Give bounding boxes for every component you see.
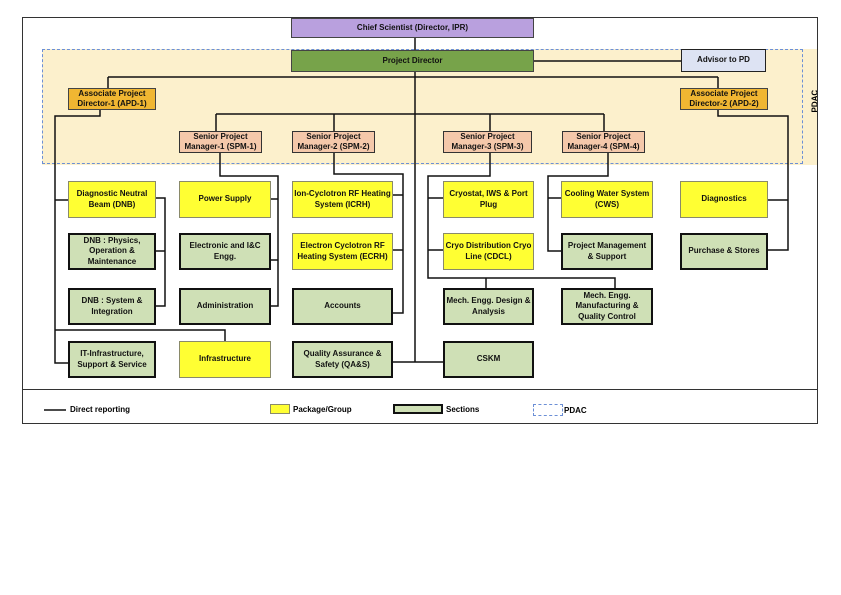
legend-package-label: Package/Group [293, 404, 352, 414]
line-apd1 [54, 110, 226, 364]
dnb-physics-box: DNB : Physics, Operation & Maintenance [68, 233, 156, 270]
qa-safety-box: Quality Assurance & Safety (QA&S) [292, 341, 393, 378]
line-spm2 [333, 152, 404, 314]
pdac-boundary [42, 49, 803, 164]
line-apd-bus [107, 76, 719, 88]
legend-pdac-label: PDAC [564, 405, 587, 415]
icrh-box: Ion-Cyclotron RF Heating System (ICRH) [292, 181, 393, 218]
cryostat-box: Cryostat, IWS & Port Plug [443, 181, 534, 218]
line-spm1 [219, 152, 279, 307]
power-supply-box: Power Supply [179, 181, 271, 218]
pdac-swatch [533, 404, 563, 416]
project-director-box: Project Director [291, 50, 534, 72]
spm-1-box: Senior Project Manager-1 (SPM-1) [179, 131, 262, 153]
dnb-box: Diagnostic Neutral Beam (DNB) [68, 181, 156, 218]
it-infrastructure-box: IT-Infrastructure, Support & Service [68, 341, 156, 378]
mech-design-box: Mech. Engg. Design & Analysis [443, 288, 534, 325]
legend-direct-reporting: Direct reporting [70, 405, 130, 414]
accounts-box: Accounts [292, 288, 393, 325]
legend-sections-label: Sections [446, 404, 480, 414]
legend-direct-label: Direct reporting [70, 405, 131, 414]
spm-2-box: Senior Project Manager-2 (SPM-2) [292, 131, 375, 153]
package-swatch [270, 404, 290, 414]
infrastructure-box: Infrastructure [179, 341, 271, 378]
electronic-ic-box: Electronic and I&C Engg. [179, 233, 271, 270]
apd-2-box: Associate Project Director-2 (APD-2) [680, 88, 768, 110]
cdcl-box: Cryo Distribution Cryo Line (CDCL) [443, 233, 534, 270]
chart-frame [22, 17, 818, 424]
legend-divider [22, 389, 818, 390]
project-management-box: Project Management & Support [561, 233, 653, 270]
diagnostics-box: Diagnostics [680, 181, 768, 218]
spm-3-box: Senior Project Manager-3 (SPM-3) [443, 131, 532, 153]
line-apd2 [717, 110, 789, 251]
spm-4-box: Senior Project Manager-4 (SPM-4) [562, 131, 645, 153]
ecrh-box: Electron Cyclotron RF Heating System (EC… [292, 233, 393, 270]
cskm-box: CSKM [443, 341, 534, 378]
line-dnb-group [156, 197, 166, 307]
legend-package: Package/Group [270, 404, 352, 414]
sections-swatch [393, 404, 443, 414]
legend-sections: Sections [393, 404, 479, 414]
purchase-stores-box: Purchase & Stores [680, 233, 768, 270]
apd-1-box: Associate Project Director-1 (APD-1) [68, 88, 156, 110]
line-spm-bus [215, 113, 605, 131]
line-spm4 [547, 152, 609, 252]
dnb-system-box: DNB : System & Integration [68, 288, 156, 325]
advisor-box: Advisor to PD [681, 49, 766, 72]
legend-pdac: PDAC [533, 404, 587, 416]
cws-box: Cooling Water System (CWS) [561, 181, 653, 218]
line-spm3 [427, 152, 616, 288]
administration-box: Administration [179, 288, 271, 325]
mech-manufacturing-box: Mech. Engg. Manufacturing & Quality Cont… [561, 288, 653, 325]
chief-scientist-box: Chief Scientist (Director, IPR) [291, 18, 534, 38]
